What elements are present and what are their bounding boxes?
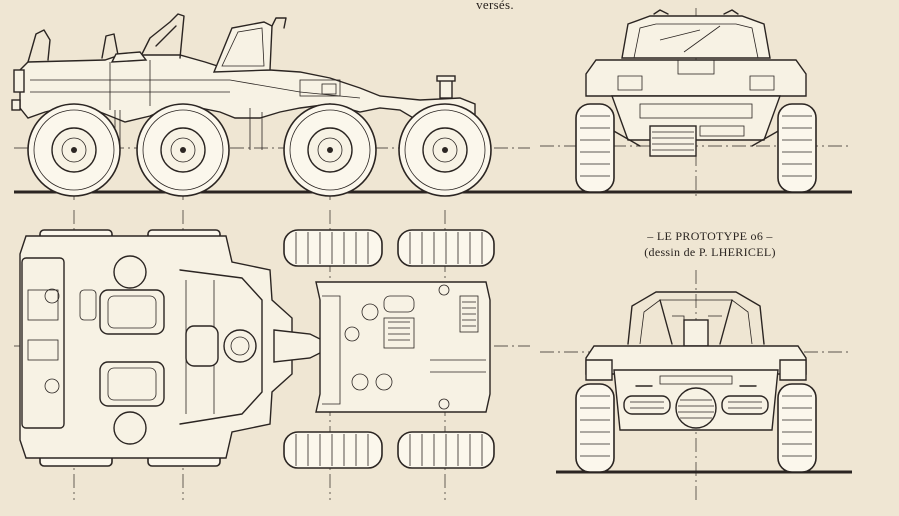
top-front-body <box>19 235 293 459</box>
side-wheel-2 <box>136 103 230 197</box>
side-view <box>11 13 852 200</box>
caption-title: – LE PROTOTYPE o6 – <box>647 229 773 243</box>
side-wheel-1 <box>27 103 121 197</box>
top-view <box>14 210 530 500</box>
side-wheel-4 <box>398 103 492 197</box>
front-left-tyre <box>575 103 615 193</box>
rear-view <box>540 270 852 500</box>
top-rear-body <box>315 281 491 413</box>
top-rear-tyres <box>283 229 495 469</box>
front-right-tyre <box>777 103 817 193</box>
top-text-fragment: versés. <box>476 0 514 12</box>
rear-right-tyre <box>777 383 817 473</box>
side-wheel-3 <box>283 103 377 197</box>
rear-left-tyre <box>575 383 615 473</box>
caption-credit: (dessin de P. LHERICEL) <box>644 245 776 259</box>
front-view <box>540 8 852 200</box>
